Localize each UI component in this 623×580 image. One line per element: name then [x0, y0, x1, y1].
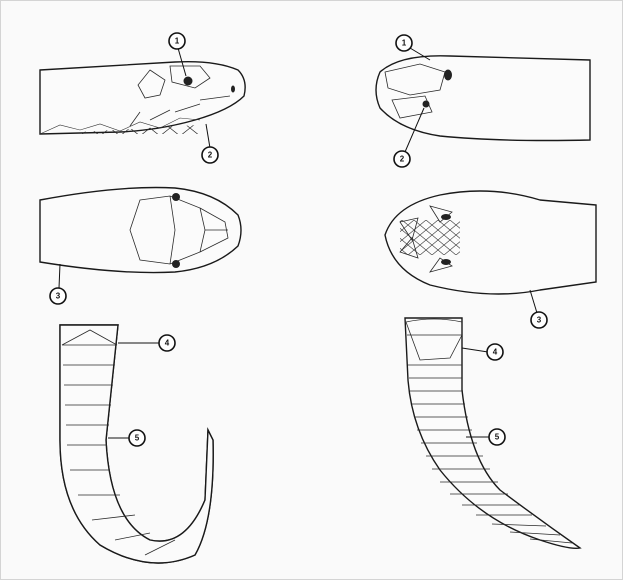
right-pit-icon: [423, 101, 430, 108]
right-eye-icon: [444, 70, 452, 81]
left-head-side-view: [40, 62, 245, 134]
svg-text:3: 3: [537, 316, 542, 325]
svg-text:1: 1: [402, 39, 407, 48]
svg-text:2: 2: [400, 155, 405, 164]
left-head-top-view: [40, 186, 241, 276]
callout-badge: 2: [394, 151, 410, 167]
left-nostril-icon: [231, 86, 235, 93]
right-head-top-view: [385, 185, 597, 300]
svg-text:5: 5: [495, 433, 500, 442]
callout-badge: 3: [50, 288, 66, 304]
callout-badge: 4: [159, 335, 175, 351]
right-head-side-view: [376, 54, 590, 142]
right-top-eye-icon: [441, 214, 451, 220]
left-eye-icon: [184, 77, 193, 86]
callout-badge: 2: [202, 147, 218, 163]
svg-text:2: 2: [208, 151, 213, 160]
svg-text:4: 4: [165, 339, 170, 348]
svg-text:3: 3: [56, 292, 61, 301]
callout-badge: 1: [396, 35, 412, 51]
callout-badge: 3: [531, 312, 547, 328]
svg-text:5: 5: [135, 434, 140, 443]
callout-badge: 4: [487, 344, 503, 360]
callout-badge: 1: [169, 33, 185, 49]
svg-text:1: 1: [175, 37, 180, 46]
svg-text:4: 4: [493, 348, 498, 357]
left-top-eye-icon: [172, 193, 180, 201]
callout-badge: 5: [489, 429, 505, 445]
left-top-eye-icon: [172, 260, 180, 268]
right-top-eye-icon: [441, 259, 451, 265]
callout-badge: 5: [129, 430, 145, 446]
